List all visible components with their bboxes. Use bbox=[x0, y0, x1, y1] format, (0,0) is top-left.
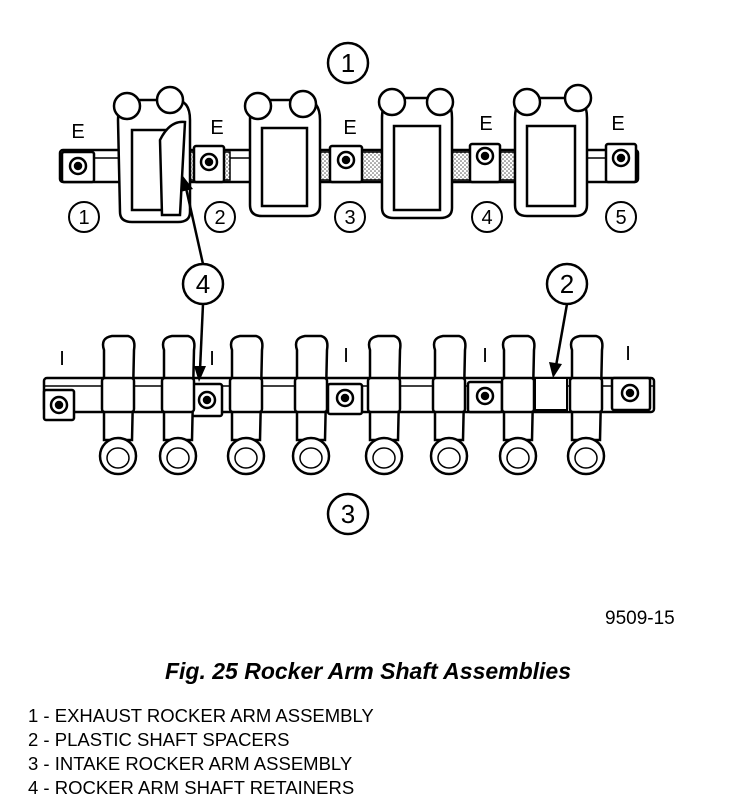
intake-rocker-arm bbox=[158, 334, 198, 476]
intake-spacer bbox=[534, 377, 568, 411]
intake-rocker-arm bbox=[226, 334, 266, 476]
figure-code: 9509-15 bbox=[605, 608, 675, 629]
svg-text:3: 3 bbox=[341, 499, 355, 529]
exhaust-label: E bbox=[343, 117, 356, 139]
exhaust-rocker-arm bbox=[377, 87, 455, 220]
intake-label: I bbox=[59, 348, 65, 370]
exhaust-labels: E E E E E bbox=[71, 113, 624, 143]
svg-text:2: 2 bbox=[560, 269, 574, 299]
exhaust-rocker-arm bbox=[512, 83, 593, 218]
svg-text:4: 4 bbox=[196, 269, 210, 299]
position-number: 3 bbox=[344, 207, 355, 229]
rocker-arm-diagram: E E E E E 1 2 3 4 5 I I I I I bbox=[42, 41, 656, 536]
legend: 1 - EXHAUST ROCKER ARM ASSEMBLY 2 - PLAS… bbox=[28, 704, 374, 800]
intake-rocker-arm-assembly bbox=[42, 376, 656, 422]
callout-3: 3 bbox=[326, 492, 370, 536]
figure-caption: Fig. 25 Rocker Arm Shaft Assemblies bbox=[164, 658, 572, 684]
intake-shaft-bolt bbox=[326, 382, 364, 416]
exhaust-position-markers: 1 2 3 4 5 bbox=[68, 201, 637, 233]
intake-rocker-arm bbox=[364, 334, 404, 476]
intake-label: I bbox=[209, 348, 215, 370]
intake-shaft-bolt bbox=[190, 382, 224, 418]
intake-rocker-arm bbox=[98, 334, 138, 476]
intake-rocker-arm bbox=[291, 334, 331, 476]
exhaust-shaft-bolt bbox=[328, 144, 364, 184]
intake-label: I bbox=[343, 345, 349, 367]
intake-shaft-bolt bbox=[42, 388, 76, 422]
intake-label: I bbox=[482, 345, 488, 367]
position-number: 4 bbox=[481, 207, 492, 229]
leader-arrows bbox=[180, 176, 569, 382]
exhaust-label: E bbox=[210, 117, 223, 139]
position-number: 1 bbox=[78, 207, 89, 229]
position-number: 5 bbox=[615, 207, 626, 229]
legend-item: 1 - EXHAUST ROCKER ARM ASSEMBLY bbox=[28, 705, 374, 726]
exhaust-label: E bbox=[611, 113, 624, 135]
legend-item: 4 - ROCKER ARM SHAFT RETAINERS bbox=[28, 777, 355, 798]
intake-rocker-arm bbox=[498, 334, 538, 476]
exhaust-shaft-bolt bbox=[60, 150, 96, 184]
intake-label: I bbox=[625, 343, 631, 365]
exhaust-shaft-bolt bbox=[468, 142, 502, 184]
exhaust-shaft-bolt bbox=[192, 144, 226, 184]
intake-shaft-bolt bbox=[466, 380, 504, 414]
intake-labels: I I I I I bbox=[59, 343, 631, 370]
callout-4: 4 bbox=[181, 262, 225, 306]
intake-rocker-arms bbox=[98, 334, 606, 476]
position-number: 2 bbox=[214, 207, 225, 229]
callout-2: 2 bbox=[545, 262, 589, 306]
exhaust-rocker-arm bbox=[243, 89, 322, 218]
exhaust-label: E bbox=[71, 121, 84, 143]
legend-item: 2 - PLASTIC SHAFT SPACERS bbox=[28, 729, 290, 750]
svg-text:1: 1 bbox=[341, 48, 355, 78]
exhaust-label: E bbox=[479, 113, 492, 135]
intake-shaft-bolt bbox=[610, 376, 652, 412]
exhaust-rocker-arm bbox=[112, 85, 192, 224]
legend-item: 3 - INTAKE ROCKER ARM ASSEMBLY bbox=[28, 753, 353, 774]
exhaust-shaft-bolt bbox=[604, 142, 638, 184]
callout-1: 1 bbox=[326, 41, 370, 85]
intake-rocker-arm bbox=[566, 334, 606, 476]
intake-rocker-arm bbox=[429, 334, 469, 476]
exhaust-rocker-arm-assembly bbox=[58, 83, 640, 224]
